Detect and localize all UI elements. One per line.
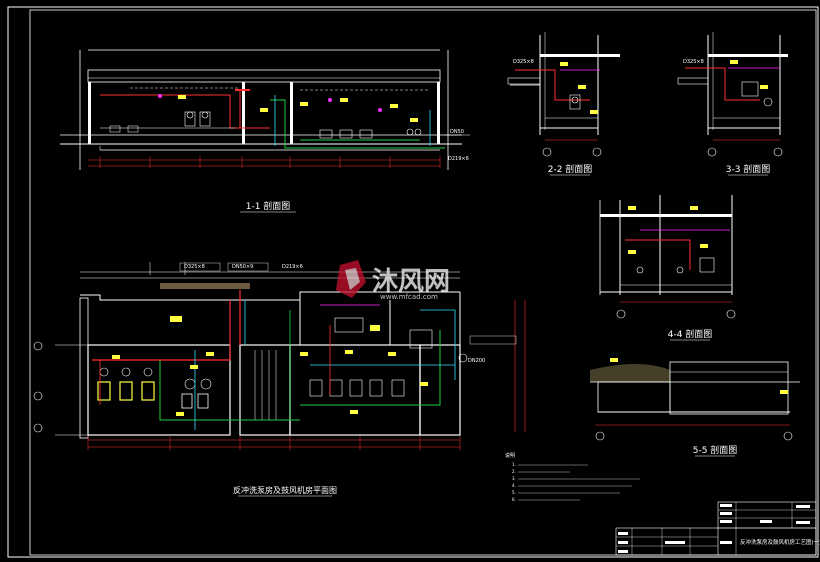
plan-title: 反冲洗泵房及鼓风机房平面图 [233,485,337,495]
notes-block: 说明 1. 2. 3. 4. 5. 6. [505,452,640,502]
s11-label-dn50: DN50 [450,129,464,135]
note-line-6: 6. [512,497,516,502]
s11-label-d219: D219×6 [448,156,469,162]
section-2-2: D325×8 2-2 剖面图 [507,32,620,176]
section-1-1: DN50 D219×6 1-1 剖面图 [60,49,470,213]
section-2-2-title: 2-2 剖面图 [548,163,593,175]
section-4-4: 4-4 剖面图 [599,195,736,341]
section-4-4-title: 4-4 剖面图 [668,328,713,340]
pump-1 [97,381,111,401]
section-5-5: 5-5 剖面图 [590,358,800,457]
s33-label-d325: D325×8 [683,59,704,65]
plan-label-d325: D325×8 [184,264,205,270]
blower-1 [181,393,193,409]
section-1-1-title: 1-1 剖面图 [246,200,291,212]
section-5-5-title: 5-5 剖面图 [693,444,738,456]
note-line-2: 2. [512,469,516,474]
pump-3 [141,381,155,401]
pump-2 [119,381,133,401]
watermark: 沐风网 www.mfcad.com [336,260,450,301]
blower-2 [197,393,209,409]
note-line-4: 4. [512,483,516,488]
note-line-1: 1. [512,462,516,467]
drawing-title: 反冲洗泵房及鼓风机房工艺图(一) [740,538,820,546]
section-3-3: D325×8 3-3 剖面图 [677,32,788,176]
notes-title: 说明 [505,452,515,459]
inner-frame [29,9,817,556]
title-block: 反冲洗泵房及鼓风机房工艺图(一) [615,501,820,556]
plan-label-dn200: DN200 [468,358,485,364]
roof-slab [87,69,441,83]
plan-label-d219: D219×6 [282,264,303,270]
watermark-url: www.mfcad.com [380,293,438,301]
outer-frame [7,6,819,558]
note-line-3: 3. [512,476,516,481]
plan-view: D325×8 DN50×9 D219×6 [33,262,526,497]
staircase [254,350,277,420]
watermark-brand: 沐风网 [372,267,450,297]
s22-label-d325: D325×8 [513,59,534,65]
hatched-wall [160,283,250,289]
section-3-3-title: 3-3 剖面图 [726,163,771,175]
plan-label-dn50: DN50×9 [232,264,253,270]
note-line-5: 5. [512,490,516,495]
